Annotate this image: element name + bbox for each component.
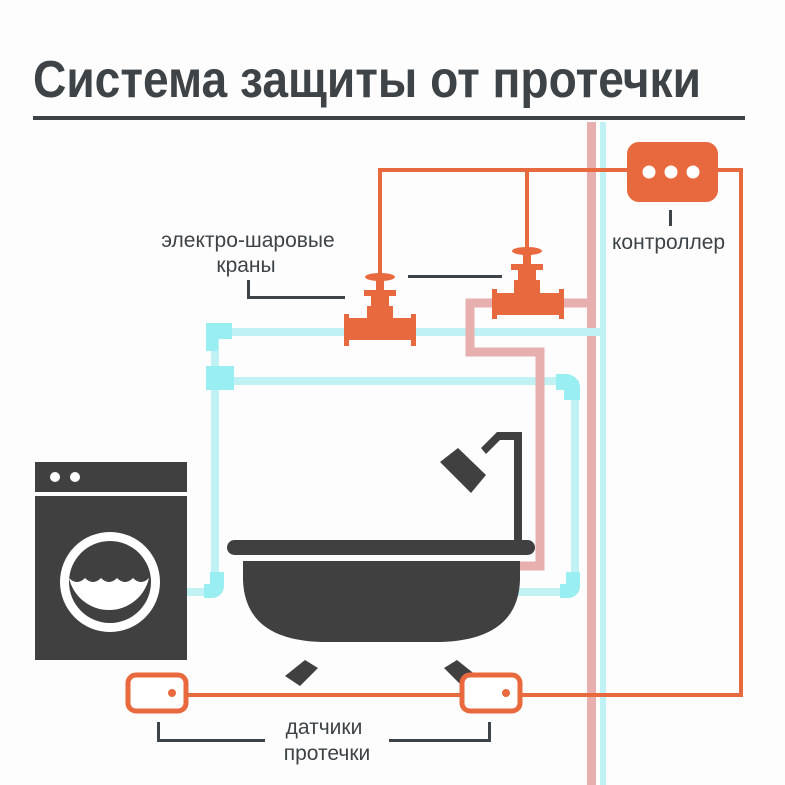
leak-sensor-icon — [459, 672, 523, 714]
cold-pipe-joints — [204, 323, 580, 598]
controller-leader-line — [669, 210, 672, 226]
cold-riser-pipe — [600, 122, 606, 785]
page-title: Система защиты от протечки — [33, 51, 701, 109]
hot-riser-pipe — [587, 122, 596, 785]
controller-wires — [186, 168, 743, 697]
title-underline — [33, 116, 745, 120]
hot-water-pipes — [465, 298, 588, 571]
ball-valve-icon — [492, 247, 564, 319]
valves-label-line2: краны — [216, 254, 275, 277]
sensors-label-line2: протечки — [284, 742, 371, 765]
washing-machine-icon — [35, 462, 187, 660]
ball-valve-icon — [344, 273, 416, 346]
sensors-leader-lines — [157, 722, 491, 742]
controller-label: контроллер — [612, 231, 725, 254]
sensors-label-line1: датчики — [286, 716, 363, 739]
valves-label-line1: электро-шаровые — [161, 229, 334, 252]
valves-leader-lines — [247, 275, 502, 299]
controller-icon — [627, 142, 718, 202]
shower-icon — [440, 432, 522, 542]
bathtub-icon — [227, 540, 535, 686]
leak-sensor-icon — [125, 672, 189, 714]
